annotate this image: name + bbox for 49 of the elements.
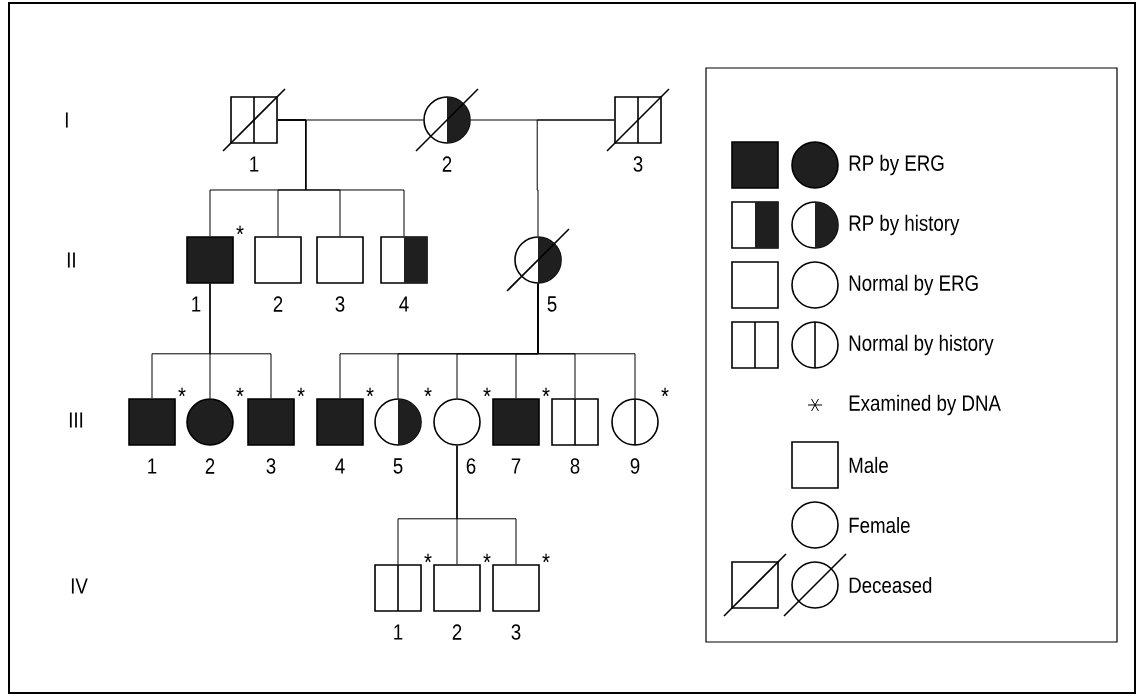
individual-number: 8 (570, 458, 580, 474)
individual-number: 5 (547, 296, 557, 312)
individual-number: 2 (273, 296, 283, 312)
pedigree-line (537, 283, 636, 399)
legend-text: Deceased (849, 576, 932, 594)
individual-number: 5 (393, 458, 403, 474)
legend-text: Normal by history (849, 334, 994, 356)
individual-number: 2 (205, 458, 215, 474)
pedigree-line (209, 283, 272, 399)
legend-text: Female (849, 516, 910, 534)
asterisk-mark: * (542, 553, 550, 563)
generation-label: IV (71, 578, 88, 594)
pedigree-line (536, 119, 615, 237)
pedigree-line (456, 445, 517, 565)
asterisk-mark: * (297, 387, 305, 397)
individual-number: 1 (148, 458, 157, 474)
legend-text: RP by ERG (849, 154, 944, 176)
generation-label: III (69, 412, 83, 428)
individual-number: 4 (335, 458, 345, 474)
asterisk-mark: * (236, 387, 244, 397)
individual-number: 7 (511, 458, 521, 474)
asterisk-mark: * (178, 387, 186, 397)
legend-text: Male (849, 456, 888, 474)
pedigree-line (277, 119, 405, 237)
generation-label: I (65, 112, 68, 128)
individual-number: 1 (394, 624, 403, 640)
legend-text: Examined by DNA (849, 394, 1001, 416)
individual-number: 3 (511, 624, 521, 640)
asterisk-mark: * (424, 553, 432, 563)
individual-number: 3 (633, 156, 643, 172)
individual-number: 2 (452, 624, 462, 640)
individual-number: 3 (266, 458, 276, 474)
individual-number: 1 (192, 296, 201, 312)
asterisk-mark: * (424, 387, 432, 397)
legend-text: RP by history (849, 214, 960, 236)
individual-number: 2 (442, 156, 452, 172)
asterisk-mark: * (236, 225, 244, 235)
generation-label: II (67, 252, 75, 268)
asterisk-mark: * (483, 553, 491, 563)
individual-number: 4 (399, 296, 409, 312)
asterisk-mark: * (366, 387, 374, 397)
individual-number: 6 (466, 458, 476, 474)
asterisk-mark: * (661, 387, 669, 397)
individual-number: 1 (250, 156, 259, 172)
legend-text: Normal by ERG (849, 274, 978, 296)
individual-number: 3 (335, 296, 345, 312)
asterisk-mark: * (483, 387, 491, 397)
individual-number: 9 (630, 458, 640, 474)
asterisk-mark: * (542, 387, 550, 397)
